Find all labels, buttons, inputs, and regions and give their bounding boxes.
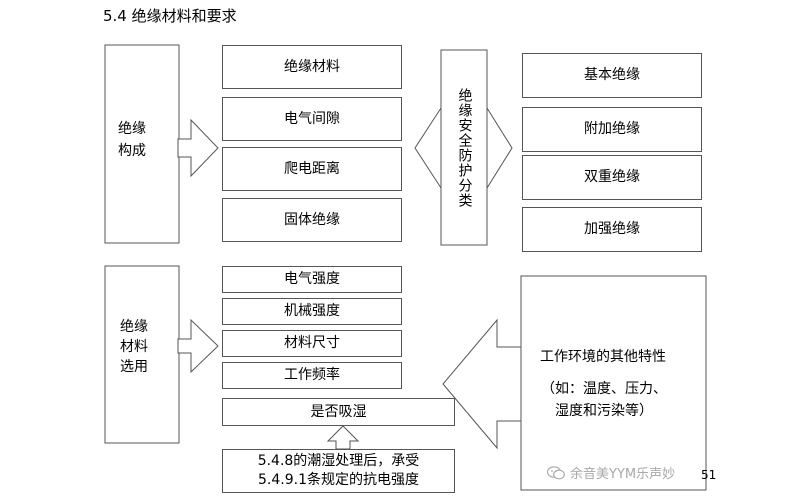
note-up-arrow xyxy=(326,425,360,450)
environment-heading: 工作环境的其他特性 xyxy=(540,349,666,365)
selection-arrow xyxy=(177,318,219,374)
composition-item-clearance: 电气间隙 xyxy=(222,97,402,141)
protection-category-label: 绝缘安全防护分类 xyxy=(456,87,473,208)
protection-item-double: 双重绝缘 xyxy=(522,155,702,200)
composition-item-insulation-material: 绝缘材料 xyxy=(222,45,402,89)
environment-detail: （如：温度、压力、 湿度和污染等） xyxy=(541,381,667,419)
selection-item-working-frequency: 工作频率 xyxy=(222,362,402,389)
protection-category-box xyxy=(440,49,488,246)
environment-box xyxy=(520,275,707,491)
selection-label: 绝缘 材料 选用 xyxy=(120,319,148,375)
composition-item-solid-insulation: 固体绝缘 xyxy=(222,198,402,242)
humidity-treatment-note: 5.4.8的潮湿处理后，承受 5.4.9.1条规定的抗电强度 xyxy=(222,449,455,493)
selection-box xyxy=(104,265,180,444)
selection-item-mechanical-strength: 机械强度 xyxy=(222,298,402,325)
page-number: 51 xyxy=(701,468,717,482)
watermark: 余音美YYM乐声妙 xyxy=(547,463,675,482)
wechat-icon xyxy=(547,465,565,479)
selection-item-material-size: 材料尺寸 xyxy=(222,330,402,357)
protection-item-basic: 基本绝缘 xyxy=(522,53,702,98)
protection-item-reinforced: 加强绝缘 xyxy=(522,207,702,252)
composition-label: 绝缘 构成 xyxy=(118,121,146,159)
environment-arrow xyxy=(442,318,522,450)
composition-arrow xyxy=(177,118,219,178)
protection-item-supplementary: 附加绝缘 xyxy=(522,107,702,152)
composition-box xyxy=(104,44,180,244)
page-title: 5.4 绝缘材料和要求 xyxy=(103,7,237,25)
selection-item-moisture-absorption: 是否吸湿 xyxy=(222,398,455,426)
selection-item-electric-strength: 电气强度 xyxy=(222,266,402,293)
watermark-text: 余音美YYM乐声妙 xyxy=(570,467,676,482)
composition-item-creepage: 爬电距离 xyxy=(222,147,402,191)
